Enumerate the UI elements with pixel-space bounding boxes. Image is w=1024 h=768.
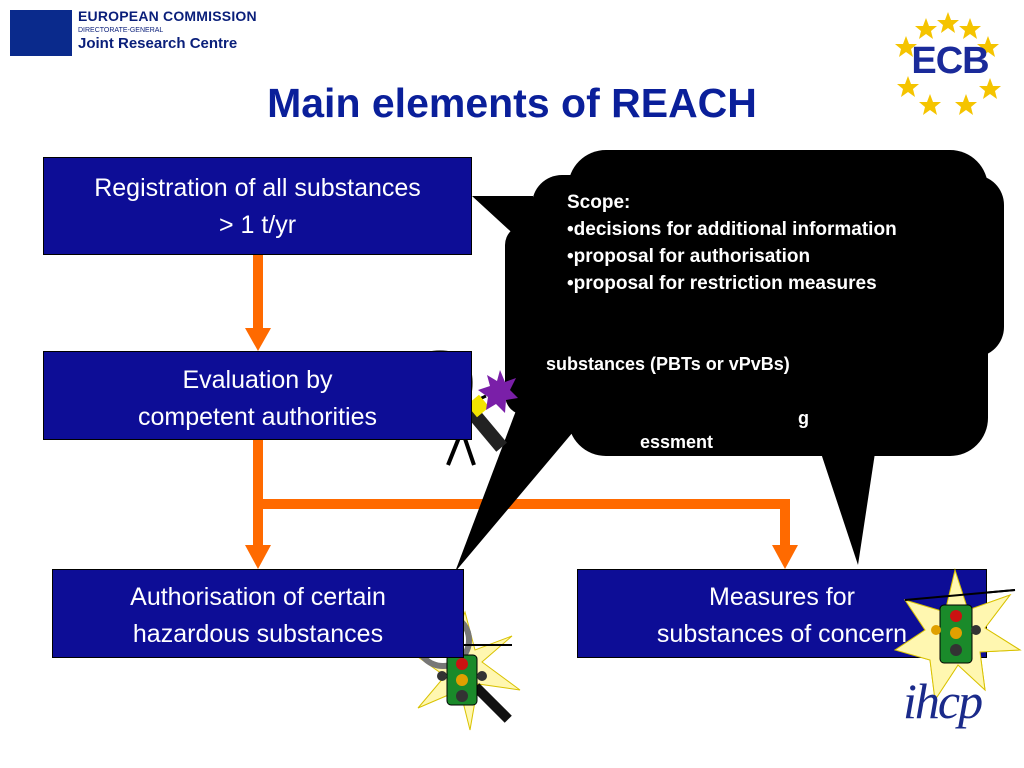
evaluation-line1: Evaluation by: [182, 366, 333, 394]
eu-flag-logo: [10, 10, 72, 56]
callout-front-tail-top: [472, 196, 533, 252]
callout-front-shape: [455, 175, 1004, 572]
measures-line2: substances of concern: [656, 620, 908, 648]
evaluation-line2: competent authorities: [137, 403, 378, 431]
arrow-branch-down-shaft: [780, 504, 790, 547]
authorisation-line2: hazardous substances: [132, 620, 384, 648]
arrow-eval-auth-shaft: [253, 440, 263, 547]
ecb-logo: ECB: [896, 40, 1004, 83]
callout-back-tail: [810, 420, 880, 565]
registration-line2: > 1 t/yr: [218, 211, 297, 239]
evaluation-box: Evaluation by competent authorities: [43, 351, 472, 440]
callout-front-tail-bottom: [455, 400, 600, 572]
flow-arrows: [245, 255, 798, 569]
arrow-eval-auth-head: [245, 545, 271, 569]
callout-item: •proposal for authorisation: [567, 246, 811, 267]
registration-line1: Registration of all substances: [94, 174, 421, 202]
callout-back-line1: substances (PBTs or vPvBs): [546, 354, 790, 374]
authorisation-line1: Authorisation of certain: [130, 583, 386, 611]
callout-front-text: Scope: •decisions for additional informa…: [567, 189, 897, 297]
ec-logo-text: EUROPEAN COMMISSION DIRECTORATE-GENERAL …: [78, 8, 257, 52]
measures-box: Measures for substances of concern: [577, 569, 987, 658]
callout-item: •proposal for restriction measures: [567, 273, 877, 294]
arrow-reg-eval-shaft: [253, 255, 263, 331]
callout-back-line2: g: [798, 408, 809, 428]
callout-back-line3: essment: [640, 432, 714, 452]
page-title: Main elements of REACH: [267, 80, 757, 126]
authorisation-box: Authorisation of certain hazardous subst…: [52, 569, 464, 658]
ihcp-logo: ihcp: [903, 672, 983, 730]
ec-line1: EUROPEAN COMMISSION: [78, 8, 257, 24]
ec-line2: DIRECTORATE-GENERAL: [78, 27, 164, 34]
ec-line3: Joint Research Centre: [78, 35, 238, 52]
ecb-stars-ring: [895, 12, 1001, 115]
ihcp-logo-text: ihcp: [903, 673, 983, 729]
callout-heading: Scope:: [567, 192, 631, 213]
callout-item: •decisions for additional information: [567, 219, 897, 240]
arrow-reg-eval-head: [245, 328, 271, 351]
arrow-branch-down-head: [772, 545, 798, 569]
arrow-branch-horizontal: [258, 499, 790, 509]
registration-box: Registration of all substances > 1 t/yr: [43, 157, 472, 255]
measures-line1: Measures for: [709, 583, 855, 611]
ecb-logo-text: ECB: [911, 40, 989, 82]
